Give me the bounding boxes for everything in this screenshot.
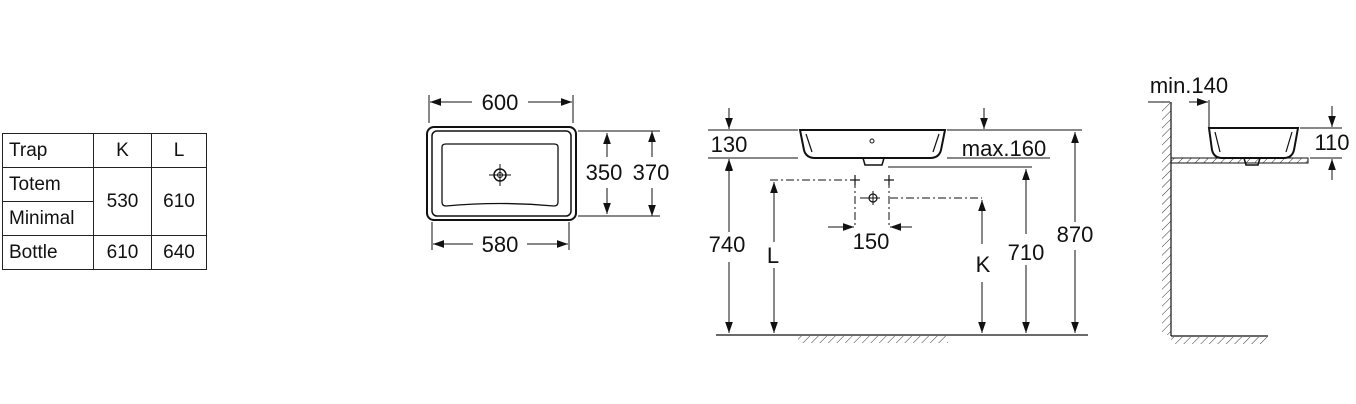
dim-580: 580: [482, 232, 519, 257]
dim-min-140: min.140: [1150, 73, 1228, 98]
k-bottle: 610: [93, 235, 152, 270]
wall-hatch: [1162, 102, 1171, 335]
basin-front-outline: [798, 129, 947, 159]
dim-740: 740: [709, 232, 746, 257]
table-row-bottle: Bottle 610 640: [2, 235, 207, 270]
drain-icon: [489, 164, 511, 186]
l-bottle: 640: [151, 235, 207, 270]
dim-max-160: max.160: [962, 136, 1046, 161]
basin-bowl-outline: [441, 143, 559, 207]
dim-370: 370: [633, 160, 670, 185]
overflow-icon: [869, 138, 875, 144]
dim-l: L: [767, 243, 779, 268]
trap-bottle: Bottle: [2, 235, 94, 270]
header-k: K: [93, 133, 152, 168]
basin-waste-outlet: [862, 157, 885, 166]
trap-connection-icon-1: [850, 175, 860, 185]
trap-outlet-icon: [866, 191, 880, 205]
dim-130: 130: [711, 132, 748, 157]
header-trap: Trap: [2, 133, 94, 168]
trap-dimensions-table: Trap K L Totem 530 610 Minimal Bottle 61…: [2, 133, 207, 270]
floor-hatch: [798, 336, 948, 343]
table-header-row: Trap K L: [2, 133, 207, 168]
dim-k: K: [976, 252, 991, 277]
top-view: 600 580 350 370: [426, 90, 670, 257]
trap-minimal: Minimal: [2, 201, 94, 236]
side-view: min.140 110: [1148, 73, 1350, 344]
l-totem-minimal: 610: [151, 167, 207, 236]
dim-600: 600: [482, 90, 519, 115]
table-row-minimal: Minimal: [2, 201, 207, 236]
trap-connection-icon-2: [884, 175, 894, 185]
dim-710: 710: [1008, 240, 1045, 265]
side-floor-hatch: [1171, 337, 1268, 344]
dim-870: 870: [1057, 222, 1094, 247]
dim-350: 350: [586, 160, 623, 185]
front-view: 130 max.160 740 L 15: [708, 108, 1093, 343]
dim-150: 150: [853, 229, 890, 254]
k-totem-minimal: 530: [93, 167, 152, 236]
basin-side-outline: [1207, 127, 1300, 159]
basin-rim-outline: [431, 130, 572, 217]
basin-outer-outline: [426, 126, 577, 221]
dim-110: 110: [1314, 130, 1349, 155]
